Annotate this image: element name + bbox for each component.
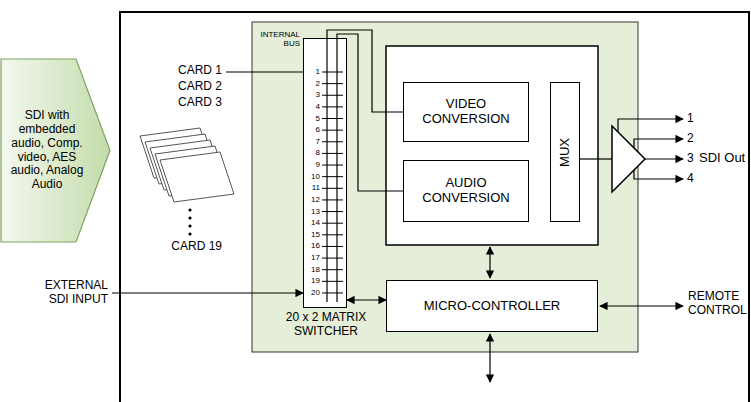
input-number: 4 xyxy=(303,102,320,111)
line-driver-triangle xyxy=(612,126,645,192)
input-number: 6 xyxy=(303,125,320,134)
controller-box: MICRO-CONTROLLER xyxy=(386,280,598,332)
node-text: VIDEO CONVERSION xyxy=(404,97,528,127)
card-label: CARD 2 xyxy=(150,80,222,94)
bus-label: INTERNAL BUS xyxy=(252,30,300,48)
input-number: 15 xyxy=(303,230,320,239)
card-stack xyxy=(140,128,234,202)
input-number: 11 xyxy=(303,183,320,192)
ellipsis-dots xyxy=(188,208,191,235)
output-number: 2 xyxy=(687,132,699,146)
process-box: AUDIO CONVERSION xyxy=(403,160,529,222)
input-number: 18 xyxy=(303,265,320,274)
input-number: 17 xyxy=(303,253,320,262)
input-number: 12 xyxy=(303,195,320,204)
process-box: VIDEO CONVERSION xyxy=(403,82,529,142)
board-panel xyxy=(252,22,638,352)
input-number: 3 xyxy=(303,90,320,99)
input-number: 8 xyxy=(303,148,320,157)
signal-connector xyxy=(347,299,386,300)
housing-outline xyxy=(120,12,749,402)
input-number: 7 xyxy=(303,137,320,146)
card-label: CARD 1 xyxy=(150,64,222,78)
input-number: 10 xyxy=(303,172,320,181)
card-label: CARD 3 xyxy=(150,96,222,110)
node-text: SDI with embedded audio, Comp. video, AE… xyxy=(5,109,89,192)
node-text: AUDIO CONVERSION xyxy=(404,176,528,206)
mux-box: MUX xyxy=(550,82,580,222)
node-text: 20 x 2 MATRIX SWITCHER xyxy=(270,311,382,339)
matrix-fill xyxy=(303,38,347,308)
input-number: 9 xyxy=(303,160,320,169)
input-number: 5 xyxy=(303,114,320,123)
input-number: 2 xyxy=(303,79,320,88)
conversion-group xyxy=(386,46,598,245)
matrix-crosspoints xyxy=(322,72,343,293)
output-number: 1 xyxy=(687,112,699,126)
input-number: 19 xyxy=(303,276,320,285)
wires xyxy=(112,38,683,382)
input-label: EXTERNAL SDI INPUT xyxy=(30,279,108,307)
matrix-switcher: 20 x 2 MATRIX SWITCHER xyxy=(303,38,347,308)
input-arrow: SDI with embedded audio, Comp. video, AE… xyxy=(0,58,112,243)
output-number: 3 xyxy=(687,152,699,166)
input-number: 16 xyxy=(303,241,320,250)
node-text: MICRO-CONTROLLER xyxy=(424,299,561,314)
input-number: 14 xyxy=(303,218,320,227)
card-label: CARD 19 xyxy=(150,240,222,254)
input-number: 20 xyxy=(303,288,320,297)
signal-connector xyxy=(327,30,403,112)
node-text: MUX xyxy=(558,138,573,167)
input-number: 13 xyxy=(303,207,320,216)
input-number: 1 xyxy=(303,67,320,76)
output-number: 4 xyxy=(687,172,699,186)
port-label: REMOTE CONTROL xyxy=(688,290,748,318)
output-label: SDI Out xyxy=(699,151,749,166)
